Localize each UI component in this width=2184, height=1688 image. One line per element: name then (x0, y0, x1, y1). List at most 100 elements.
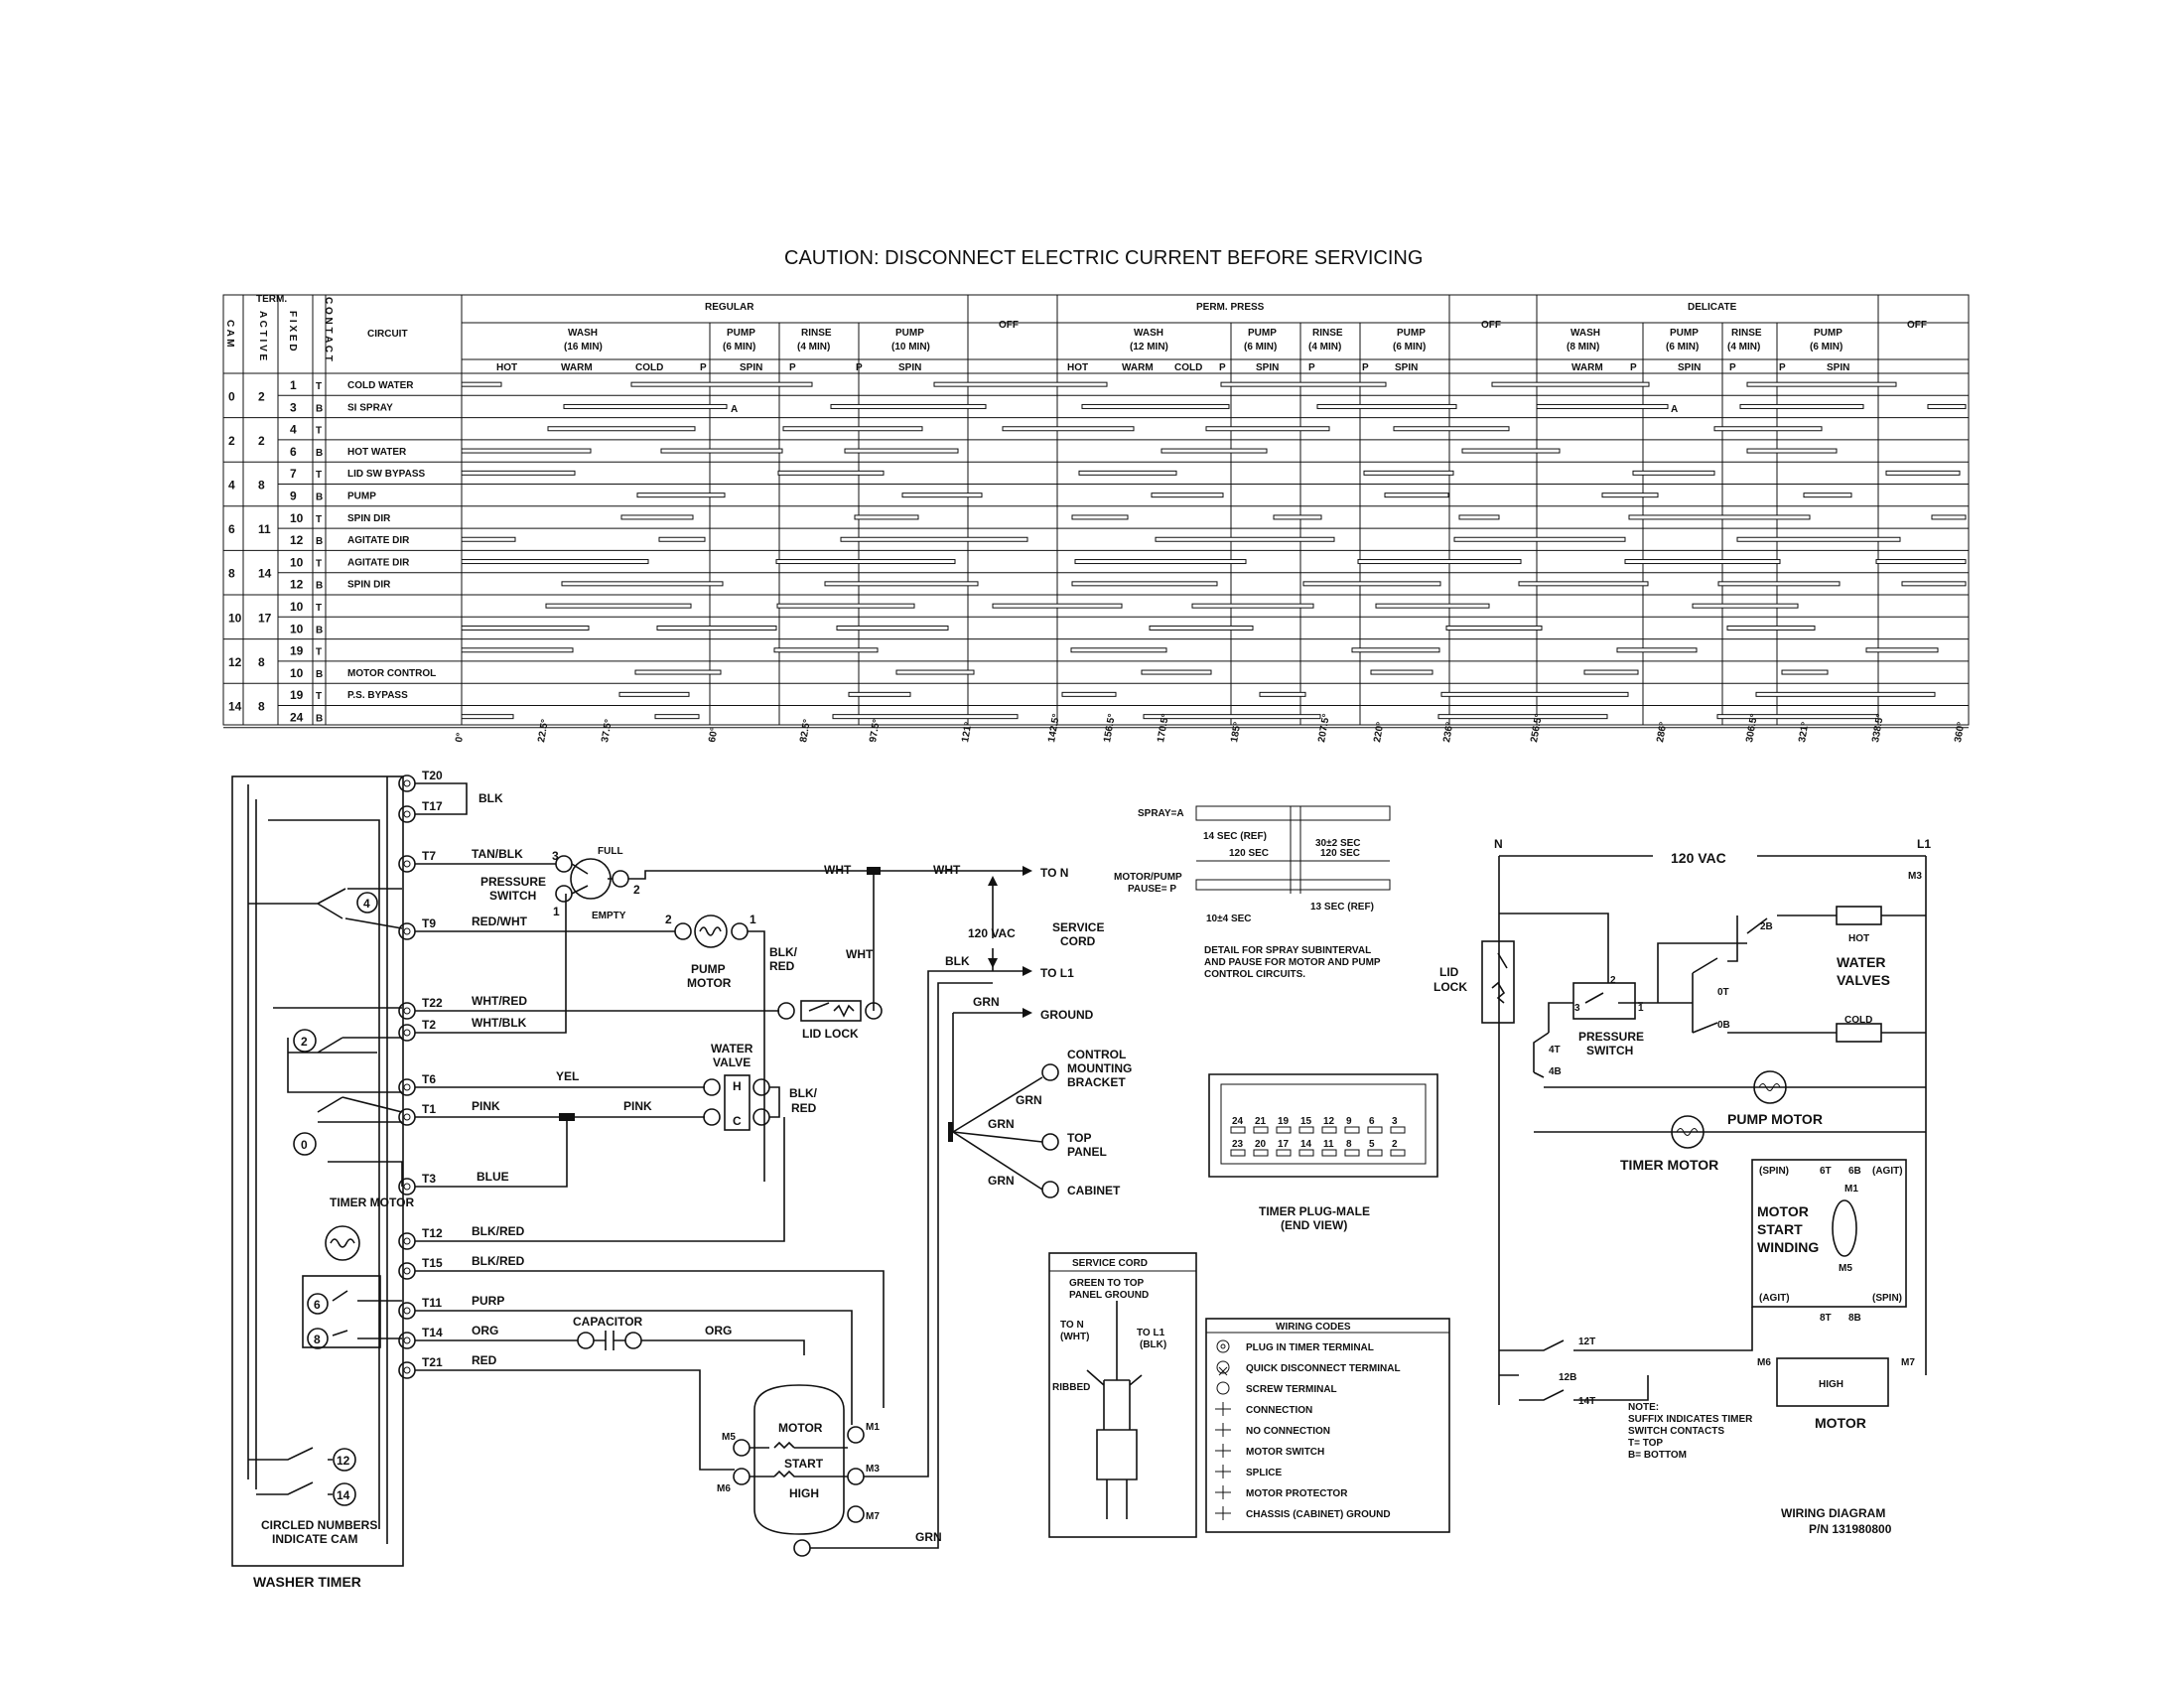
chart-contact-bar (1624, 559, 1781, 565)
cam-circle-12 (333, 1448, 356, 1472)
timer-terminal-dot (403, 927, 411, 935)
chart-degree-label: 60° (707, 727, 720, 744)
chart-cam-value: 2 (228, 434, 235, 448)
wire-label-red-wht: RED/WHT (472, 914, 528, 928)
code-symbol (1216, 1360, 1230, 1374)
chart-contact-bar (933, 381, 1108, 387)
chart-contact-bar (1716, 714, 1879, 720)
chart-cam-value: 6 (228, 522, 235, 536)
ladder-ps-box (1572, 982, 1636, 1020)
valve-term-c1 (703, 1108, 721, 1126)
cam2-switch (273, 1007, 402, 1093)
chart-circuit-label: SI SPRAY (347, 402, 393, 413)
ladder-0b: 0B (1717, 1020, 1730, 1031)
vac-arrow-down (988, 958, 998, 968)
code-symbol (1215, 1485, 1231, 1499)
ladder-pump-label: PUMP MOTOR (1727, 1111, 1823, 1127)
chart-contact-bar (1375, 603, 1490, 609)
spray-bar (1195, 805, 1391, 821)
code-label: SPLICE (1246, 1468, 1282, 1478)
chart-circuit-label: SPIN DIR (347, 580, 391, 591)
chart-contact-value: T (316, 647, 322, 658)
motor-m7: M7 (866, 1511, 880, 1522)
ground-arrowhead (1023, 1008, 1032, 1018)
ladder-note-5: B= BOTTOM (1628, 1450, 1687, 1461)
plug-pin (1344, 1126, 1360, 1134)
timer-terminal-label: T3 (422, 1172, 436, 1186)
chart-cycle-label: DELICATE (1688, 302, 1737, 313)
chart-step-label: P (1362, 362, 1369, 373)
timer-terminal-t15 (398, 1262, 416, 1280)
code-label: CONNECTION (1246, 1405, 1312, 1416)
water-valve-label-2: VALVE (713, 1055, 751, 1069)
plug-pin (1298, 1126, 1314, 1134)
ladder-12t: 12T (1578, 1336, 1595, 1347)
timer-terminal-dot (403, 1267, 411, 1275)
cam-circle-14 (333, 1482, 356, 1506)
spray-sec30: 30±2 SEC (1315, 838, 1361, 849)
lid-lock-label: LID LOCK (802, 1027, 859, 1041)
chart-fixed-value: 19 (290, 644, 304, 658)
pump-pin-1: 1 (750, 913, 756, 926)
code-symbol (1215, 1423, 1231, 1437)
code-label: PLUG IN TIMER TERMINAL (1246, 1342, 1374, 1353)
chart-fixed-value: 24 (290, 711, 304, 725)
pump-motor-label-1: PUMP (691, 962, 726, 976)
spray-markers (1290, 806, 1301, 894)
ladder-m3: M3 (1908, 871, 1922, 882)
chart-degree-label: 321° (1797, 721, 1811, 743)
chart-degree-label: 142.5° (1046, 713, 1062, 744)
ladder-n: N (1494, 837, 1503, 851)
ladder-lid-2: LOCK (1433, 980, 1467, 994)
chart-sub-label: WASH (1134, 328, 1163, 339)
timer-terminal-t7 (398, 855, 416, 873)
ladder-hot: HOT (1848, 933, 1869, 944)
chart-contact-bar (848, 691, 911, 697)
ps-pin-1: 1 (553, 905, 560, 918)
chart-fixed-value: 19 (290, 688, 304, 702)
plug-caption-2: (END VIEW) (1281, 1218, 1347, 1232)
chart-contact-bar (634, 669, 722, 675)
cord-to-l1-2: (BLK) (1140, 1339, 1166, 1350)
ground-label: GROUND (1040, 1008, 1094, 1022)
timer-terminal-dot (403, 779, 411, 787)
ladder-spin-1: (SPIN) (1759, 1166, 1789, 1177)
cam1214-switches (248, 1447, 333, 1495)
chart-step-label: SPIN (1678, 362, 1701, 373)
ground-branches (952, 1076, 1043, 1191)
footer-title: WIRING DIAGRAM (1781, 1506, 1885, 1520)
ladder-motor: MOTOR (1815, 1415, 1866, 1431)
chart-spray-marker: A (731, 404, 738, 415)
timer-terminal-dot (403, 1029, 411, 1037)
chart-circuit-label: MOTOR CONTROL (347, 668, 436, 679)
footer-pn: P/N 131980800 (1809, 1522, 1892, 1536)
codes-title: WIRING CODES (1276, 1322, 1351, 1333)
plug-pin (1276, 1149, 1292, 1157)
chart-degree-label: 82.5° (798, 718, 813, 743)
pump-wht: WHT (846, 947, 874, 961)
chart-contact-bar (1755, 691, 1936, 697)
plug-pin (1390, 1126, 1406, 1134)
chart-contact-bar (547, 426, 696, 432)
ladder-lid-1: LID (1439, 965, 1459, 979)
ladder-m6: M6 (1757, 1357, 1771, 1368)
lid-term-2 (865, 1002, 883, 1020)
valve-h: H (733, 1079, 742, 1093)
chart-degree-label: 256.5° (1529, 713, 1545, 744)
cap-term-2 (624, 1332, 642, 1349)
chart-contact-bar (1002, 426, 1135, 432)
chart-sub-label: PUMP (895, 328, 924, 339)
pump-motor-icon (694, 914, 728, 948)
chart-contact-bar (1518, 581, 1649, 587)
code-label: NO CONNECTION (1246, 1426, 1330, 1437)
chart-contact-bar (1071, 581, 1218, 587)
spray-sec120a: 120 SEC (1229, 848, 1269, 859)
cam-circle-0 (293, 1132, 317, 1156)
code-symbol-dot (1220, 1343, 1226, 1349)
grn-label-3: GRN (1016, 1093, 1042, 1107)
code-symbol (1216, 1381, 1230, 1395)
chart-off-label: OFF (1481, 320, 1501, 331)
chart-contact-bar (836, 625, 949, 631)
